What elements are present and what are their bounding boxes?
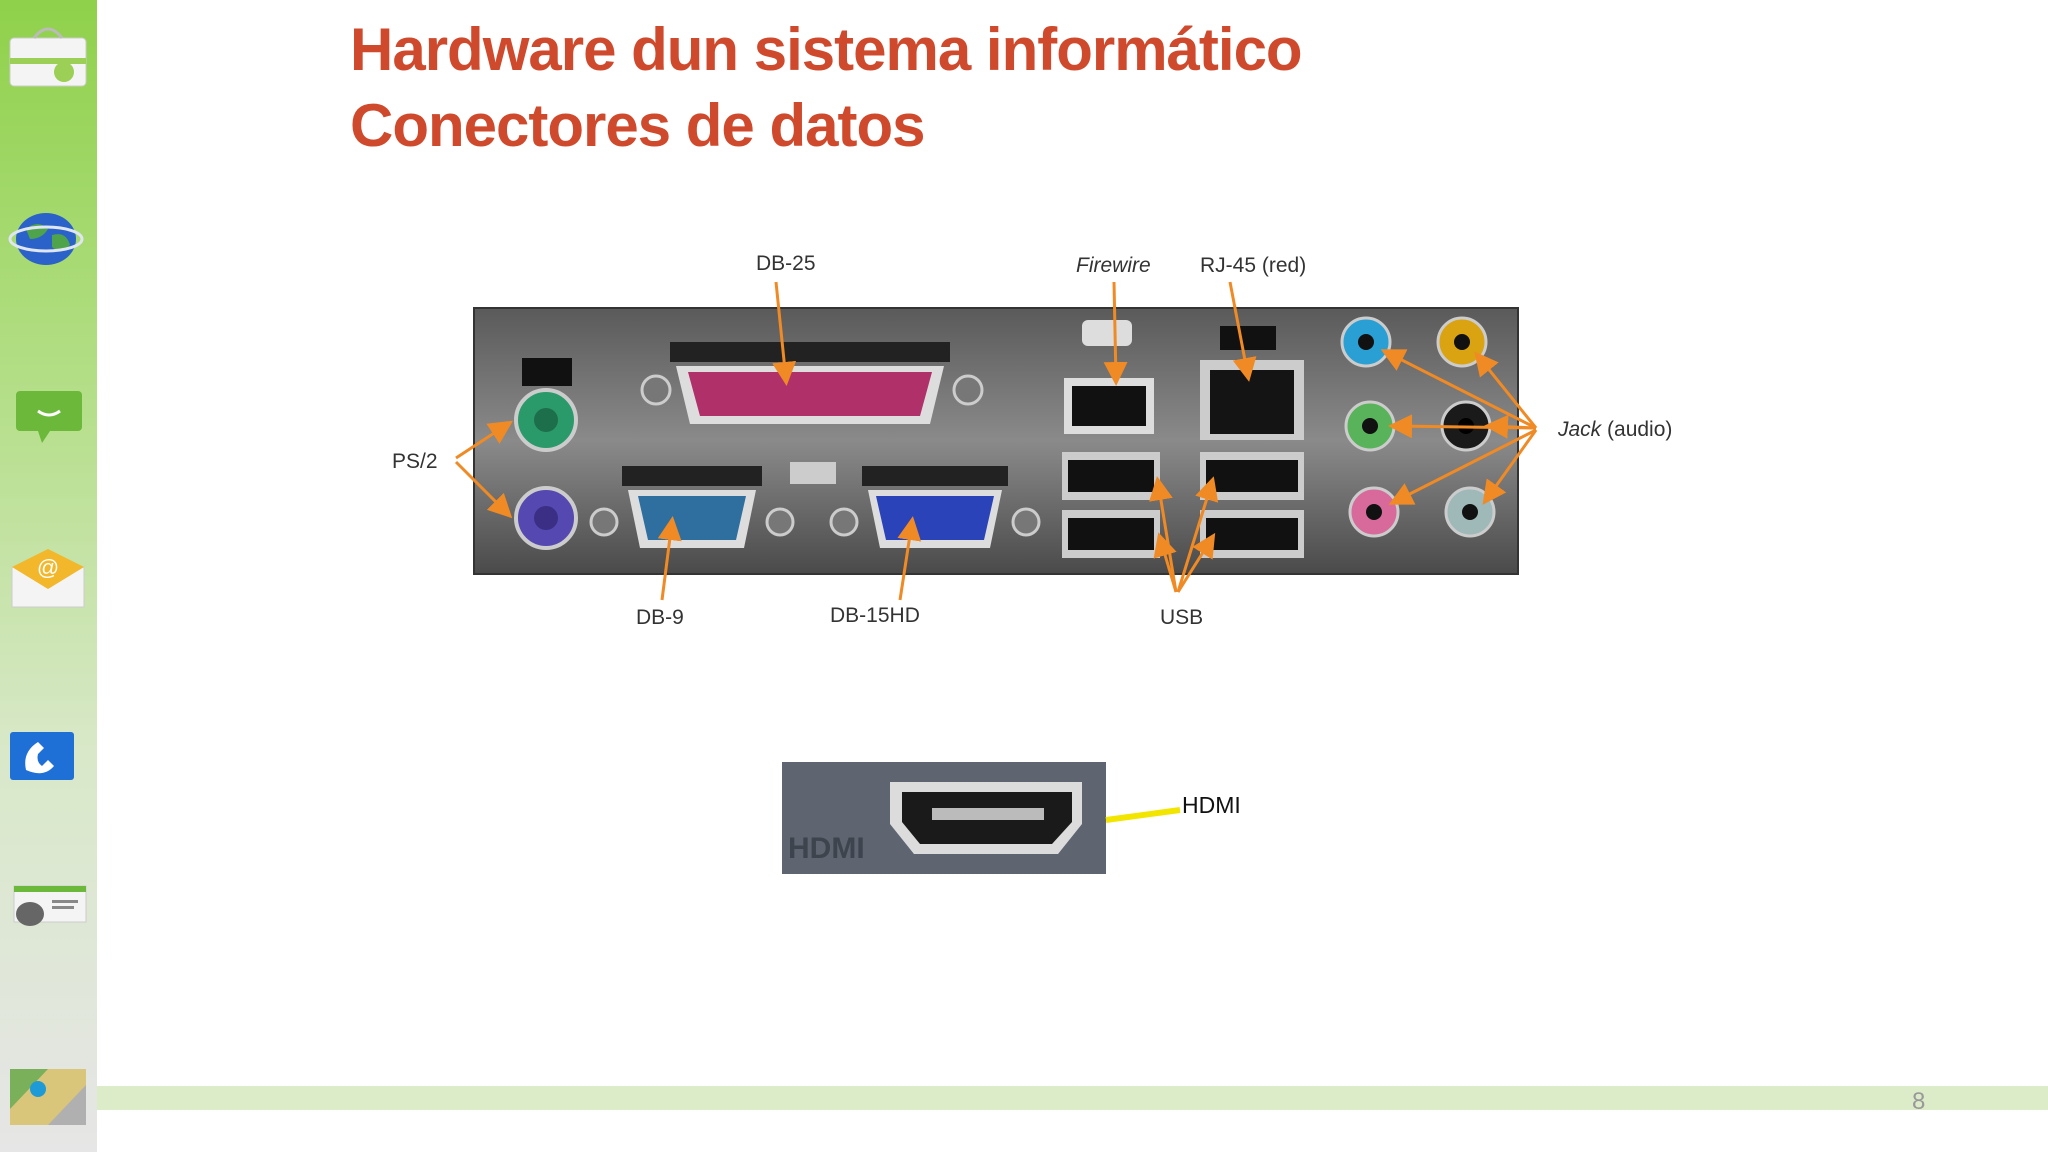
title-line-2: Conectores de datos <box>350 92 925 159</box>
label-jack-rest: (audio) <box>1607 418 1673 441</box>
svg-text:@: @ <box>37 555 59 580</box>
audio-jacks <box>1340 316 1496 538</box>
label-jack-italic: Jack <box>1558 418 1602 441</box>
label-ps2: PS/2 <box>392 450 438 473</box>
label-db25: DB-25 <box>756 252 816 275</box>
label-usb: USB <box>1160 606 1204 629</box>
label-db9: DB-9 <box>636 606 684 629</box>
hdmi-pointer-line <box>1105 807 1181 823</box>
phone-icon[interactable] <box>8 730 88 800</box>
label-jack: Jack (audio) <box>1558 418 1672 442</box>
callout-arrows <box>454 281 1538 601</box>
slide-title: Hardware dun sistema informático Conecto… <box>350 12 1550 164</box>
maps-icon[interactable] <box>8 1065 88 1135</box>
browser-globe-icon[interactable] <box>8 205 88 275</box>
android-manual-icon[interactable] <box>8 880 88 950</box>
label-db15hd: DB-15HD <box>830 604 920 627</box>
sidebar: @ <box>0 0 97 1152</box>
sms-chat-icon[interactable] <box>8 385 88 455</box>
footer-bar <box>97 1086 2048 1110</box>
usb-ports <box>1062 452 1304 558</box>
hdmi-label: HDMI <box>1182 792 1241 818</box>
hdmi-port-photo: HDMI <box>782 762 1106 874</box>
db25-port <box>640 342 984 424</box>
title-line-1: Hardware dun sistema informático <box>350 16 1303 83</box>
firewire-port <box>1064 320 1154 434</box>
email-icon[interactable]: @ <box>8 545 88 615</box>
page-number: 8 <box>1912 1088 1926 1115</box>
hdmi-port-print: HDMI <box>788 832 865 865</box>
ps2-ports <box>514 358 578 550</box>
label-rj45: RJ-45 (red) <box>1200 254 1307 277</box>
android-market-icon[interactable] <box>8 20 88 90</box>
label-firewire: Firewire <box>1076 254 1151 277</box>
